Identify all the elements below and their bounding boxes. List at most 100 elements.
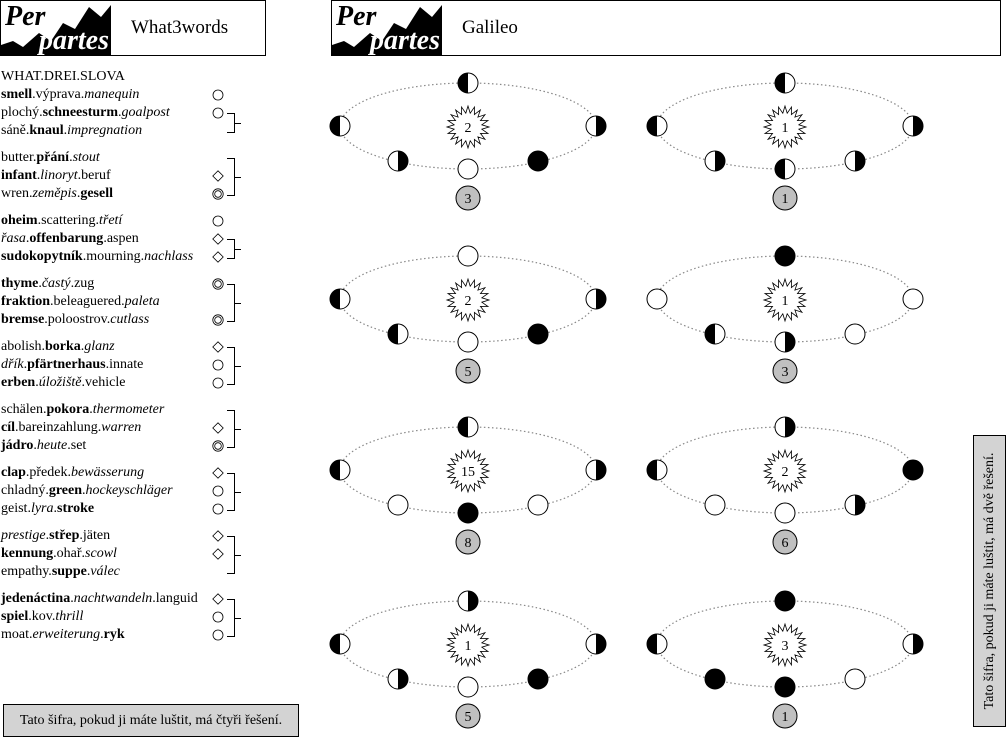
diamond-marker-icon bbox=[212, 170, 224, 182]
diamond-marker-icon bbox=[212, 251, 224, 263]
group-bracket bbox=[227, 473, 241, 511]
word-part: . bbox=[89, 402, 93, 417]
word-entry: sáně.knaul.impregnation bbox=[1, 122, 261, 140]
word-part: pokora bbox=[46, 402, 90, 417]
moon-right-dark-icon bbox=[457, 590, 479, 612]
answer-number: 5 bbox=[465, 710, 472, 725]
moon-black-icon bbox=[457, 502, 479, 524]
sun-number: 2 bbox=[465, 121, 472, 136]
word-part: .bareinzahlung. bbox=[15, 420, 102, 435]
group-bracket bbox=[227, 410, 241, 448]
moon-white-icon bbox=[457, 331, 479, 353]
answer-number: 1 bbox=[782, 710, 789, 725]
diamond-marker-icon bbox=[212, 467, 224, 479]
answer-badge bbox=[772, 529, 798, 555]
word-entry: sudokopytník.mourning.nachlass bbox=[1, 248, 261, 266]
word-part: manequin bbox=[84, 87, 140, 102]
answer-badge bbox=[455, 529, 481, 555]
moon-white-icon bbox=[527, 494, 549, 516]
word-part: schneesturm bbox=[42, 105, 119, 120]
word-part: thrill bbox=[55, 609, 84, 624]
moon-black-icon bbox=[527, 150, 549, 172]
sun-number: 1 bbox=[465, 639, 472, 654]
logo-text-top: Per bbox=[335, 1, 378, 32]
word-entry: jedenáctina.nachtwandeln.languid bbox=[1, 590, 261, 608]
orbit-diagram: 13 bbox=[646, 245, 924, 384]
orbit-diagram: 26 bbox=[646, 416, 924, 555]
moon-black-icon bbox=[774, 676, 796, 698]
word-part: .innate bbox=[105, 357, 144, 372]
header-title: What3words bbox=[131, 17, 229, 38]
word-part: heute bbox=[36, 438, 68, 453]
word-entry: empathy.suppe.válec bbox=[1, 563, 261, 581]
moon-black-icon bbox=[902, 459, 924, 481]
word-part: butter. bbox=[1, 150, 37, 165]
word-entry: chladný.green.hockeyschläger bbox=[1, 482, 261, 500]
word-entry: spiel.kov.thrill bbox=[1, 608, 261, 626]
word-part: . bbox=[76, 186, 81, 201]
diamond-marker-icon bbox=[212, 548, 224, 560]
word-part: přání bbox=[36, 150, 70, 165]
word-part: .kov. bbox=[28, 609, 56, 624]
moon-left-dark-icon bbox=[329, 288, 351, 310]
word-part: linoryt bbox=[40, 168, 78, 183]
orbit-diagram: 15 bbox=[329, 590, 607, 729]
answer-number: 3 bbox=[465, 192, 472, 207]
moon-black-icon bbox=[704, 668, 726, 690]
answer-number: 3 bbox=[782, 365, 789, 380]
circle-marker-icon bbox=[212, 485, 224, 497]
word-part: .jäten bbox=[79, 528, 111, 543]
answer-badge bbox=[455, 185, 481, 211]
moon-white-icon bbox=[457, 676, 479, 698]
moon-right-dark-icon bbox=[844, 494, 866, 516]
word-part: . bbox=[118, 105, 122, 120]
word-part: impregnation bbox=[67, 123, 143, 138]
double-marker-icon bbox=[212, 278, 224, 290]
word-entry: smell.výprava.manequin bbox=[1, 86, 261, 104]
moon-white-icon bbox=[646, 288, 668, 310]
moon-right-dark-icon bbox=[704, 150, 726, 172]
word-part: řasa bbox=[1, 231, 26, 246]
word-entry: řasa.offenbarung.aspen bbox=[1, 230, 261, 248]
moon-white-icon bbox=[704, 494, 726, 516]
word-part: .aspen bbox=[103, 231, 139, 246]
word-part: pfärtnerhaus bbox=[27, 357, 106, 372]
word-entry: oheim.scattering.třetí bbox=[1, 212, 261, 230]
logo-text-bottom: partes bbox=[37, 25, 109, 55]
solutions-note-right-text: Tato šifra, pokud ji máte luštit, má dvě… bbox=[981, 452, 997, 710]
header-title: Galileo bbox=[462, 17, 518, 38]
moon-left-dark-icon bbox=[774, 72, 796, 94]
sun-icon bbox=[445, 622, 491, 668]
word-part: . bbox=[53, 501, 58, 516]
word-part: bewässerung bbox=[70, 465, 145, 480]
word-part: cíl bbox=[1, 420, 15, 435]
word-part: lyra bbox=[30, 501, 54, 516]
orbit-diagram: 11 bbox=[646, 72, 924, 211]
word-entry: abolish.borka.glanz bbox=[1, 338, 261, 356]
word-part: spiel bbox=[1, 609, 29, 624]
word-part: knaul bbox=[29, 123, 64, 138]
word-entry: geist.lyra.stroke bbox=[1, 500, 261, 518]
word-part: .poloostrov. bbox=[44, 312, 111, 327]
moon-right-dark-icon bbox=[387, 668, 409, 690]
word-part: . bbox=[86, 564, 91, 579]
word-part: gesell bbox=[80, 186, 113, 201]
word-part: moat. bbox=[1, 627, 33, 642]
word-entry: butter.přání.stout bbox=[1, 149, 261, 167]
word-part: . bbox=[36, 168, 41, 183]
moon-right-dark-icon bbox=[585, 459, 607, 481]
word-part: offenbarung bbox=[29, 231, 104, 246]
diamond-marker-icon bbox=[212, 341, 224, 353]
word-part: schälen. bbox=[1, 402, 47, 417]
moon-left-dark-icon bbox=[704, 323, 726, 345]
word-part: chladný. bbox=[1, 483, 49, 498]
sun-icon bbox=[762, 448, 808, 494]
galileo-header: Per partes Galileo bbox=[331, 0, 1001, 56]
sun-icon bbox=[762, 277, 808, 323]
diamond-marker-icon bbox=[212, 422, 224, 434]
word-entry: thyme.častý.zug bbox=[1, 275, 261, 293]
moon-right-dark-icon bbox=[585, 288, 607, 310]
